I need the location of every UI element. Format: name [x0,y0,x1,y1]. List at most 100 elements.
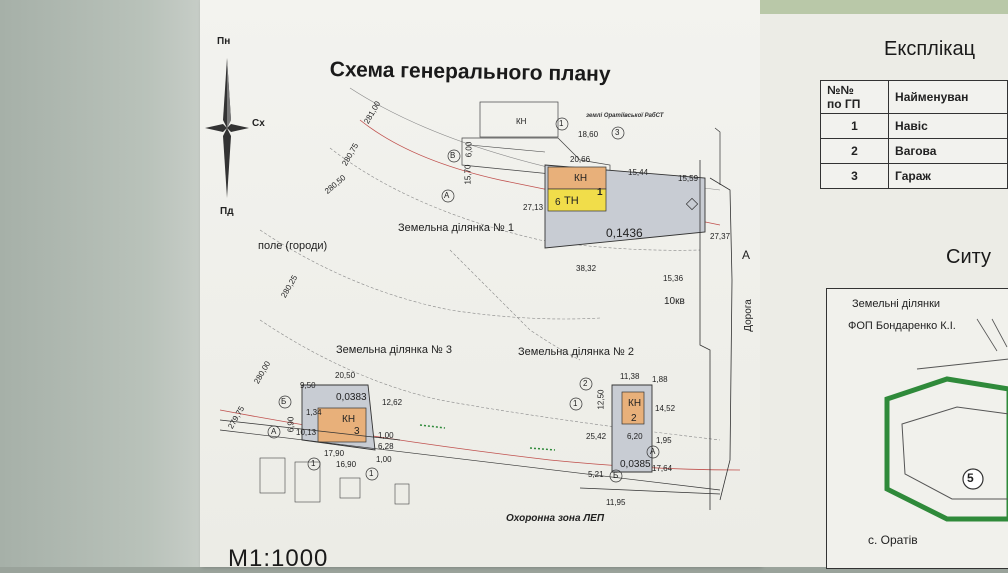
row-name: Навіс [888,113,1008,139]
compass-rose [205,58,249,198]
plot-3-area: 0,0383 [336,392,367,403]
marker-label: А [650,447,656,456]
marker-label: 2 [583,379,588,388]
dim-label: 10,13 [296,428,317,437]
dim-label: 15,70 [463,164,473,185]
marker-label: 1 [369,469,374,478]
building-kn1-number: 1 [597,187,603,198]
building-tn-label: ТН [564,195,579,207]
plot-2-label: Земельна ділянка № 2 [518,346,634,358]
compass-north-label: Пн [217,36,231,47]
header-num-line1: №№ [827,83,854,97]
dim-label: 20,66 [570,155,591,164]
road-label: Дорога [742,299,754,332]
building-kn3-number: 3 [354,426,360,437]
contour-line [449,249,581,361]
building-tn-number: 6 [555,197,561,208]
plan-page [200,0,760,567]
dim-label: 9,50 [300,381,316,390]
explication-table: №№ по ГП Найменуван 1 Навіс 2 Вагова 3 Г… [819,80,1008,189]
dim-label: 27,13 [523,203,544,212]
marker-label: Б [613,471,619,480]
marker-a-road: А [742,248,751,262]
dim-label: 1,00 [378,431,394,440]
marker-label: 1 [559,119,564,128]
plot-3-label: Земельна ділянка № 3 [336,344,452,356]
building-outline-b [461,137,611,181]
dim-label: 11,38 [620,372,640,381]
dim-label: 1,88 [652,375,668,384]
dim-label: 1,34 [306,408,322,417]
building-kn3 [317,407,367,443]
row-num: 1 [819,113,890,139]
lep-zone-label: Охоронна зона ЛЕП [506,513,605,524]
table-row: 2 Вагова [819,138,1008,164]
dim-label: 16,90 [336,460,357,469]
marker-label: 3 [615,128,620,137]
building-kn2 [621,391,645,425]
building-tn [547,188,607,212]
dim-label: 27,37 [710,232,731,241]
compass-east-label: Сх [252,118,265,129]
dim-label: 6,00 [464,141,474,158]
general-plan-drawing [205,58,741,510]
page-title: Схема генерального плану [329,58,611,86]
building-kn-top-label: КН [516,117,527,126]
situation-label-owner: ФОП Бондаренко К.І. [848,320,956,332]
dim-label: 5,21 [588,470,604,479]
dim-label: 17,90 [324,449,345,458]
scale-label: М1:1000 [228,545,329,572]
header-name: Найменуван [888,80,1008,114]
marker-label: А [444,191,450,200]
table-row: 1 Навіс [819,113,1008,139]
row-name: Гараж [888,163,1008,189]
marker-label: В [450,151,456,160]
dim-label: 18,60 [578,130,599,139]
dim-label: 17,64 [652,464,673,473]
village-label: с. Оратів [868,533,918,547]
situation-map [826,288,1008,569]
row-num: 2 [819,138,890,164]
building-kn2-label: КН [628,398,642,409]
building-kn3-label: КН [342,414,356,425]
dim-label: 14,52 [655,404,676,413]
marker-label: 1 [311,459,316,468]
dim-label: 15,44 [628,168,649,177]
marker-label: Б [281,397,287,406]
dim-label: 11,95 [606,498,626,507]
plot-1-area: 0,1436 [606,226,643,240]
marker-label: 1 [573,399,578,408]
header-num: №№ по ГП [819,80,890,114]
table-header-row: №№ по ГП Найменуван [819,80,1008,114]
situation-label-lands: Земельні ділянки [852,298,941,310]
dim-label: 15,36 [663,274,684,283]
dim-label: 6,28 [378,442,394,451]
left-page [0,0,210,567]
explication-title: Експлікац [884,38,976,60]
dim-label: 25,42 [586,432,607,441]
contour-line [259,229,601,320]
dim-label: 1,00 [376,455,392,464]
right-page-header [760,0,1008,14]
row-num: 3 [819,163,890,189]
dim-label: 6,90 [286,416,296,433]
row-name: Вагова [888,138,1008,164]
building-kn1-label: КН [574,173,588,184]
dim-label: 12,62 [382,398,403,407]
dim-label: 15,59 [678,174,699,183]
compass-south-label: Пд [220,206,234,217]
header-num-line2: по ГП [827,97,861,111]
contour-line [329,147,701,251]
building-kn2-number: 2 [631,413,637,424]
road-edge [709,177,733,501]
dim-label: 38,32 [576,264,597,273]
road-edge [699,160,711,510]
situation-map-drawing [884,318,1008,522]
power-line-label: 10кв [664,296,685,307]
marker-label: А [271,427,277,436]
dim-label: 6,20 [627,432,643,441]
plot-1-label: Земельна ділянка № 1 [398,222,514,234]
situation-marker: 5 [967,471,974,485]
dim-label: 1,95 [656,436,672,445]
lands-label: землі Оратіївської РабСТ [586,113,664,119]
